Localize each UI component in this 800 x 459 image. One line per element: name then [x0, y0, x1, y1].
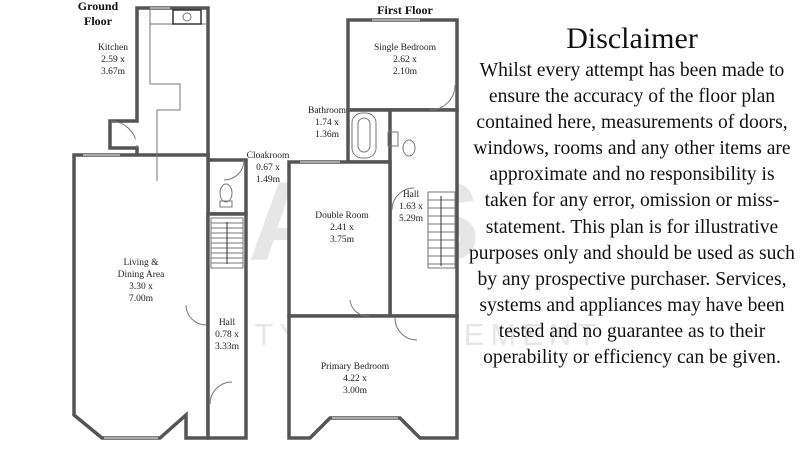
kitchen-dim2: 3.67m — [101, 67, 126, 77]
ground-floor-details — [83, 7, 245, 439]
cloakroom-walls — [206, 158, 248, 216]
first-stairs-icon — [427, 191, 456, 269]
primary-bedroom-label: Primary Bedroom — [321, 362, 390, 372]
kitchen-hob-icon — [182, 12, 192, 22]
double-room-door-icon — [349, 299, 371, 317]
living-label-line1: Living & — [123, 258, 159, 268]
first-floor-labels: First Floor Single Bedroom 2.62 x 2.10m … — [308, 3, 437, 396]
disclaimer-title: Disclaimer — [566, 22, 698, 55]
ground-stairs-icon — [210, 217, 244, 269]
ground-floor-labels: Ground Floor Kitchen 2.59 x 3.67m Cloakr… — [78, 0, 290, 352]
hall-door-icon — [391, 187, 415, 211]
first-hall-walls — [388, 108, 459, 318]
ground-floor-title-line1: Ground — [78, 0, 119, 13]
disclaimer-body: Whilst every attempt has been made to en… — [469, 60, 795, 369]
bathroom-dim1: 1.74 x — [315, 118, 339, 128]
primary-bedroom-dim1: 4.22 x — [343, 374, 367, 384]
living-dim1: 3.30 x — [129, 282, 153, 292]
ground-hall-label: Hall — [219, 318, 236, 328]
bathroom-dim2: 1.36m — [315, 130, 340, 140]
first-hall-label: Hall — [403, 190, 420, 200]
cloakroom-dim2: 1.49m — [256, 175, 281, 185]
ground-wc-cistern-icon — [219, 200, 233, 208]
bath-inner — [357, 117, 371, 153]
first-floor-plan — [287, 18, 459, 440]
single-bedroom-walls — [346, 18, 459, 112]
bathroom-label: Bathroom — [308, 106, 347, 116]
ground-hall-dim2: 3.33m — [215, 342, 240, 352]
double-room-dim1: 2.41 x — [330, 223, 354, 233]
kitchen-label: Kitchen — [98, 43, 128, 53]
single-bedroom-label: Single Bedroom — [374, 43, 437, 53]
primary-bedroom-walls — [287, 314, 459, 440]
first-hall-dim2: 5.29m — [399, 214, 424, 224]
ground-floor-title-line2: Floor — [84, 14, 113, 28]
first-wc-icon — [402, 139, 416, 157]
first-hall-dim1: 1.63 x — [399, 202, 423, 212]
single-bedroom-dim2: 2.10m — [393, 67, 418, 77]
primary-bedroom-dim2: 3.00m — [343, 386, 368, 396]
cloakroom-label: Cloakroom — [247, 151, 290, 161]
basin-icon — [387, 131, 399, 147]
primary-bedroom-door-icon — [394, 317, 418, 341]
ground-hall-dim1: 0.78 x — [215, 330, 239, 340]
kitchen-worktop — [149, 10, 181, 181]
single-bedroom-dim1: 2.62 x — [393, 55, 417, 65]
ground-hall-door-icon — [209, 381, 233, 405]
bath-icon — [351, 112, 377, 159]
first-floor-details — [300, 19, 456, 419]
cloakroom-door-icon — [223, 159, 245, 181]
first-floor-title: First Floor — [377, 3, 433, 17]
kitchen-dim1: 2.59 x — [101, 55, 125, 65]
double-room-dim2: 3.75m — [330, 235, 355, 245]
ground-wc-icon — [219, 183, 233, 203]
living-dim2: 7.00m — [129, 294, 154, 304]
disclaimer-panel: Disclaimer Whilst every attempt has been… — [468, 20, 796, 371]
living-door-icon — [185, 304, 207, 326]
living-label-line2: Dining Area — [118, 270, 165, 280]
kitchen-sink-icon — [172, 9, 202, 25]
cloakroom-dim1: 0.67 x — [256, 163, 280, 173]
single-bedroom-door-icon — [429, 84, 456, 111]
double-room-label: Double Room — [315, 211, 369, 221]
